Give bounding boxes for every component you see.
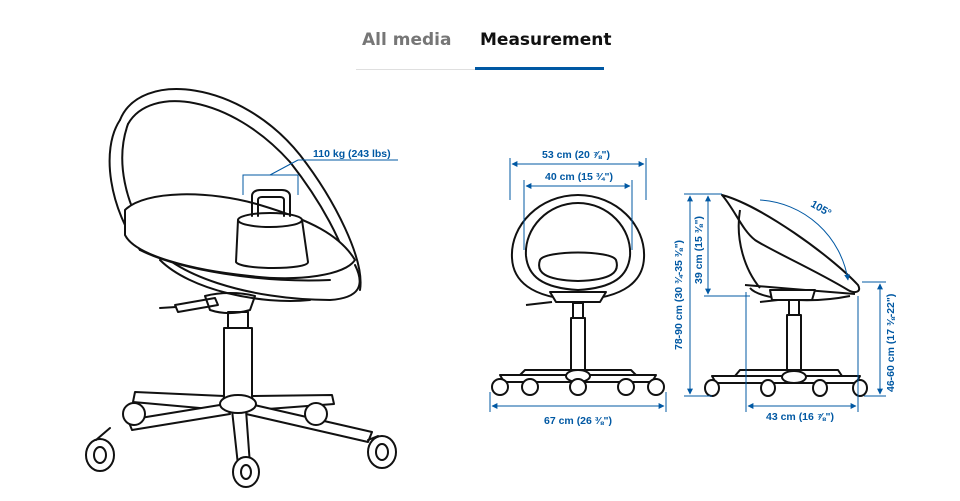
seat-width-label: 40 cm (15 ¾"): [545, 171, 613, 183]
total-height-label: 78-90 cm (30 ¾-35 ⅜"): [673, 240, 685, 350]
seat-height-label: 46-60 cm (17 ⅜-22"): [885, 294, 897, 392]
recline-angle-label: 105°: [809, 198, 834, 219]
tab-all-media[interactable]: All media: [362, 30, 452, 50]
base-width-label: 67 cm (26 ⅜"): [544, 415, 612, 427]
seat-depth-label: 43 cm (16 ⅞"): [766, 411, 834, 423]
backrest-height-label: 39 cm (15 ⅜"): [693, 216, 705, 284]
side-dimensions: [684, 193, 886, 412]
load-callout: [242, 159, 398, 195]
tab-measurement[interactable]: Measurement: [480, 30, 612, 50]
front-dimensions: [489, 158, 667, 412]
media-tabs: All media Measurement: [356, 22, 612, 72]
chair-front-illustration: [491, 194, 665, 396]
chair-side-illustration: [704, 194, 868, 397]
chair-perspective-illustration: [85, 88, 397, 488]
total-width-label: 53 cm (20 ⅞"): [542, 149, 610, 161]
active-tab-indicator: [475, 67, 604, 70]
max-load-label: 110 kg (243 lbs): [313, 148, 391, 160]
